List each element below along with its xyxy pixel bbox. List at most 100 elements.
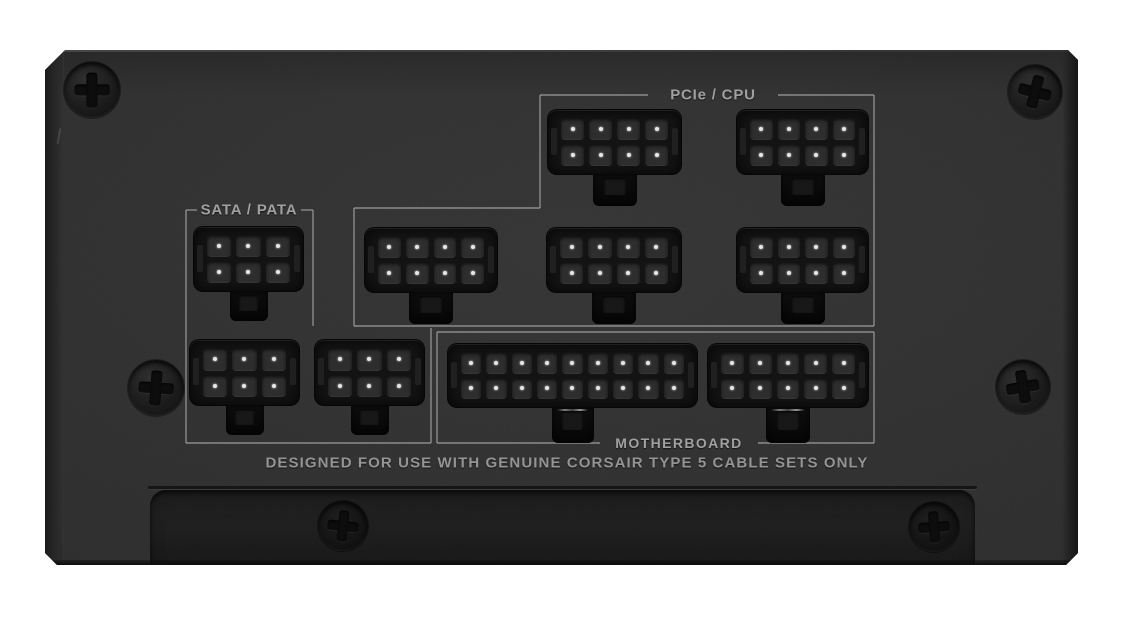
group-label-motherboard: MOTHERBOARD <box>615 435 743 451</box>
pin-socket <box>645 118 668 140</box>
pin-socket <box>638 352 658 374</box>
pin-grid <box>561 118 668 166</box>
pin-socket <box>562 378 582 400</box>
pin-socket <box>406 236 429 258</box>
pcie-cpu-8pin-1 <box>548 110 681 174</box>
pin-socket <box>804 378 827 400</box>
recess-groove-line <box>148 486 977 489</box>
pin-socket <box>461 378 481 400</box>
pcie-cpu-8pin-4 <box>547 228 681 292</box>
connector-latch <box>593 174 637 206</box>
pin-socket <box>236 235 260 257</box>
pin-socket <box>207 235 231 257</box>
pin-socket <box>805 144 828 166</box>
pin-socket <box>805 118 828 140</box>
pin-grid <box>203 348 286 397</box>
pin-socket <box>749 352 772 374</box>
pin-socket <box>833 236 856 258</box>
chassis-top-edge-highlight <box>63 50 1068 52</box>
pin-socket <box>750 236 773 258</box>
pin-socket <box>589 144 612 166</box>
pin-socket <box>560 236 583 258</box>
pin-socket <box>804 352 827 374</box>
pin-socket <box>203 348 227 371</box>
pin-socket <box>750 262 773 284</box>
pin-grid <box>378 236 484 284</box>
pin-socket <box>749 378 772 400</box>
pin-socket <box>645 144 668 166</box>
pin-socket <box>805 262 828 284</box>
pin-socket <box>461 262 484 284</box>
group-label-sata-pata: SATA / PATA <box>200 201 298 219</box>
pin-socket <box>588 262 611 284</box>
psu-chassis: PCIe / CPU SATA / PATA MOTHERBOARD DESIG… <box>45 50 1078 565</box>
pin-socket <box>617 144 640 166</box>
pin-socket <box>832 352 855 374</box>
pin-socket <box>262 348 286 371</box>
pin-socket <box>778 262 801 284</box>
pin-socket <box>778 118 801 140</box>
pin-socket <box>617 236 640 258</box>
pin-socket <box>664 352 684 374</box>
pin-socket <box>560 262 583 284</box>
pin-grid <box>750 236 855 284</box>
pin-socket <box>777 352 800 374</box>
motherboard-18pin <box>448 344 697 407</box>
pin-socket <box>357 375 381 398</box>
pcie-cpu-8pin-5 <box>737 228 868 292</box>
sata-pata-6pin-1 <box>194 227 303 291</box>
pin-socket <box>588 352 608 374</box>
pin-socket <box>378 236 401 258</box>
connector-latch <box>351 405 389 435</box>
pcie-cpu-8pin-3 <box>365 228 497 292</box>
pin-socket <box>645 236 668 258</box>
pin-socket <box>236 261 260 283</box>
pin-socket <box>232 375 256 398</box>
pin-socket <box>664 378 684 400</box>
pin-socket <box>387 348 411 371</box>
pin-socket <box>434 236 457 258</box>
pin-socket <box>486 378 506 400</box>
pin-socket <box>645 262 668 284</box>
sata-pata-6pin-2 <box>190 340 299 405</box>
pin-socket <box>561 118 584 140</box>
pin-grid <box>721 352 855 399</box>
pin-socket <box>262 375 286 398</box>
pin-socket <box>378 262 401 284</box>
pin-socket <box>750 144 773 166</box>
pcie-cpu-8pin-2 <box>737 110 868 174</box>
pin-socket <box>387 375 411 398</box>
screw-top-right <box>1002 59 1067 124</box>
connector-latch <box>409 292 453 324</box>
pin-socket <box>537 378 557 400</box>
pin-socket <box>328 375 352 398</box>
pin-socket <box>512 378 532 400</box>
connector-latch <box>781 292 825 324</box>
pin-socket <box>833 118 856 140</box>
pin-socket <box>805 236 828 258</box>
group-label-pcie-cpu: PCIe / CPU <box>670 86 756 104</box>
pin-socket <box>562 352 582 374</box>
screw-mid-right <box>992 356 1055 419</box>
pin-socket <box>461 352 481 374</box>
chassis-left-side-face <box>45 50 64 565</box>
pin-socket <box>613 378 633 400</box>
pin-socket <box>778 236 801 258</box>
pin-socket <box>266 235 290 257</box>
pin-socket <box>434 262 457 284</box>
pin-grid <box>560 236 668 284</box>
disclaimer-text: DESIGNED FOR USE WITH GENUINE CORSAIR TY… <box>265 454 869 472</box>
pin-socket <box>721 352 744 374</box>
connector-latch <box>766 407 810 443</box>
pin-socket <box>588 236 611 258</box>
pin-socket <box>777 378 800 400</box>
chassis-right-side-face <box>1062 50 1078 565</box>
connector-latch <box>230 291 268 321</box>
motherboard-10pin <box>708 344 868 407</box>
connector-latch <box>226 405 264 435</box>
pin-socket <box>588 378 608 400</box>
screw-top-left <box>64 62 120 118</box>
pin-socket <box>561 144 584 166</box>
connector-latch <box>781 174 825 206</box>
chassis-bottom-edge <box>45 560 1078 565</box>
